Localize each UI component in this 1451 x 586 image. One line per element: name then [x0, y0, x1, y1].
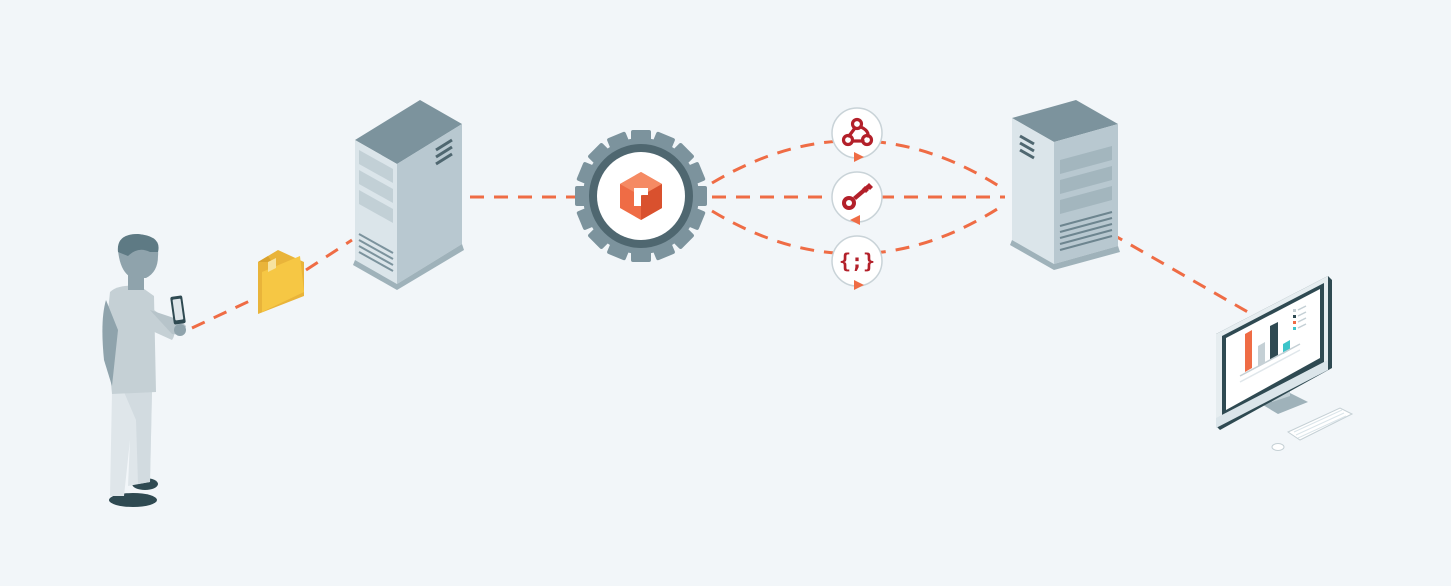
json-braces-icon: {;}	[839, 249, 875, 273]
mouse-icon	[1271, 443, 1285, 451]
json-badge: {;}	[831, 235, 883, 290]
flow-arrow-left	[850, 215, 860, 225]
webhook-badge	[831, 107, 883, 162]
screen-bar-chart	[1239, 322, 1301, 383]
source-server-icon	[353, 100, 464, 290]
connector-folder-to-server	[305, 238, 353, 272]
key-icon	[842, 183, 873, 210]
keyboard-icon	[1286, 407, 1354, 441]
desktop-monitor-icon	[1216, 276, 1354, 451]
person-with-phone-icon	[102, 234, 186, 507]
folder-icon	[258, 250, 304, 314]
connector-user-to-folder	[191, 296, 257, 330]
key-badge	[831, 171, 883, 225]
webhook-icon	[841, 117, 874, 147]
flow-arrow-right	[854, 280, 864, 290]
gear-logo-icon	[575, 130, 707, 262]
screen-legend	[1293, 305, 1307, 330]
hexagon-logo-icon	[620, 172, 662, 220]
flow-arrow-right	[854, 152, 864, 162]
connector-server-to-monitor	[1109, 231, 1254, 317]
destination-server-icon	[1010, 100, 1120, 270]
